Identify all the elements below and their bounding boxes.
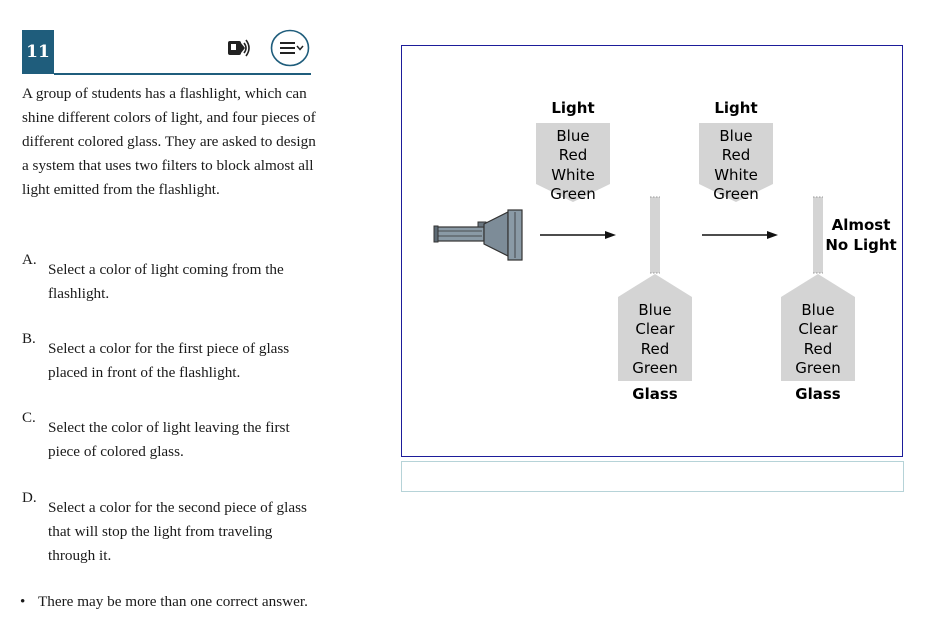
answer-area[interactable] [401,461,904,492]
note-text: There may be more than one correct answe… [38,593,308,610]
glass-option: Clear [798,320,838,338]
glass-options-2: Blue Clear Red Green Glass [781,274,855,403]
glass-option: Red [641,340,670,358]
header-divider [54,73,311,75]
context-menu-button[interactable] [270,29,310,67]
light-options-2: Light Blue Red White Green [699,99,773,203]
light-option: Red [722,146,751,164]
part-c: C. Select the color of light leaving the… [22,410,322,464]
light-options-1: Light Blue Red White Green [536,99,610,203]
light-option: Green [713,185,758,203]
note: • There may be more than one correct ans… [20,590,320,614]
result-label-line2: No Light [825,236,896,254]
glass-title-1: Glass [632,385,678,403]
part-a-text: Select a color of light coming from the … [48,261,284,302]
result-label-line1: Almost [832,216,891,234]
light-option: Green [550,185,595,203]
part-c-text: Select the color of light leaving the fi… [48,419,290,460]
glass-options-1: Blue Clear Red Green Glass [618,274,692,403]
light-title-2: Light [714,99,757,117]
diagram-svg: Light Blue Red White Green Light Blue Re… [433,99,897,403]
light-option: Red [559,146,588,164]
light-arrow-1 [540,231,616,239]
part-b-text: Select a color for the first piece of gl… [48,340,290,381]
part-a: A. Select a color of light coming from t… [22,252,322,306]
glass-pane-1 [650,196,660,274]
glass-title-2: Glass [795,385,841,403]
light-option: Blue [556,127,589,145]
text-to-speech-icon [228,39,250,57]
question-number: 11 [22,30,54,74]
context-menu-icon [270,29,310,67]
glass-option: Green [795,359,840,377]
part-b: B. Select a color for the first piece of… [22,331,322,385]
light-title-1: Light [551,99,594,117]
light-arrow-2 [702,231,778,239]
glass-pane-2 [813,196,823,274]
question-stem: A group of students has a flashlight, wh… [22,85,316,198]
light-option: White [714,166,758,184]
part-d-text: Select a color for the second piece of g… [48,499,307,564]
diagram-figure: Light Blue Red White Green Light Blue Re… [401,45,903,457]
text-to-speech-button[interactable] [224,34,252,62]
glass-option: Blue [801,301,834,319]
part-b-letter: B. [22,331,36,347]
part-a-letter: A. [22,252,37,268]
part-c-letter: C. [22,410,36,426]
part-d-letter: D. [22,490,37,506]
part-d: D. Select a color for the second piece o… [22,490,322,568]
glass-option: Clear [635,320,675,338]
glass-option: Green [632,359,677,377]
light-option: Blue [719,127,752,145]
glass-option: Blue [638,301,671,319]
light-option: White [551,166,595,184]
note-bullet: • [20,593,26,610]
glass-option: Red [804,340,833,358]
flashlight-icon [433,209,523,261]
